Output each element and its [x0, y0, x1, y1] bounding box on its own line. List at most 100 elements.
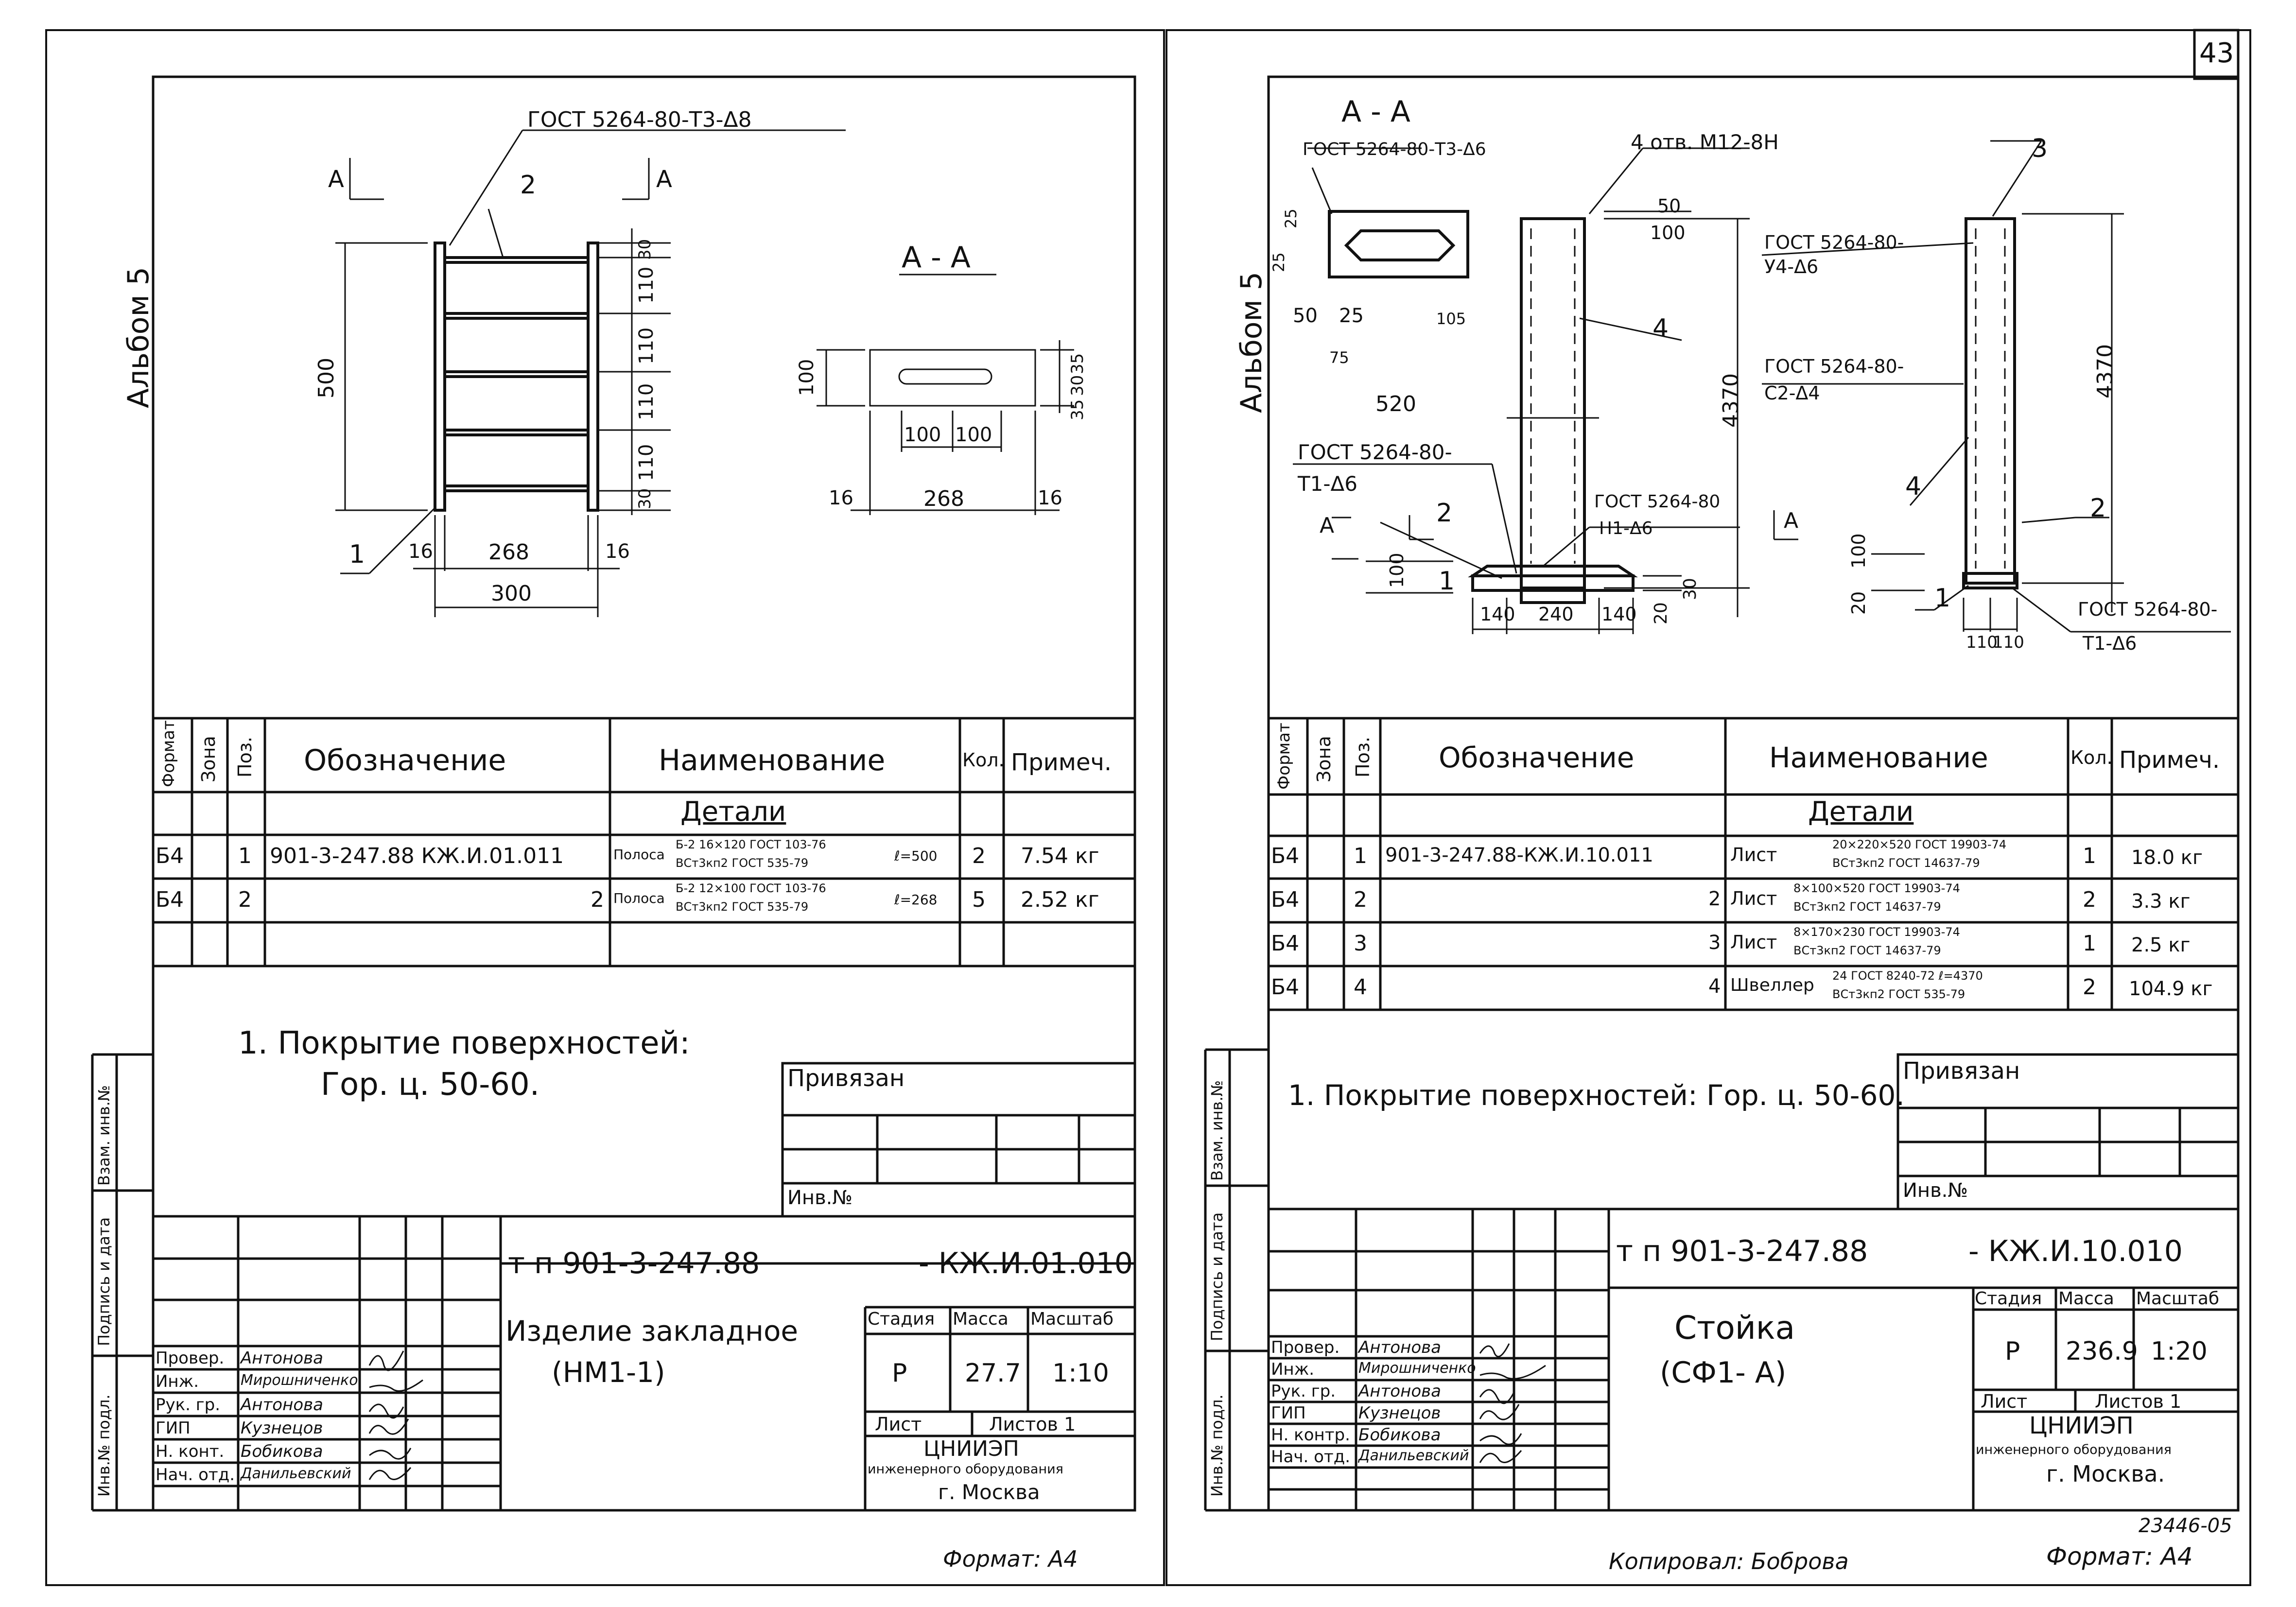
table-row-qty: 2 — [2083, 975, 2096, 1000]
dim-16-a: 16 — [408, 540, 433, 563]
dim-50-top: 50 — [1657, 195, 1681, 217]
table-row-length: ℓ=268 — [894, 892, 938, 908]
table-row-name-top: 8×100×520 ГОСТ 19903-74 — [1793, 881, 1960, 895]
staff-name: Бобикова — [1358, 1425, 1441, 1445]
holes-callout: 4 отв. М12-8Н — [1631, 130, 1779, 154]
staff-name: Бобикова — [241, 1442, 323, 1461]
stamp-sheet: Лист — [875, 1414, 922, 1435]
table-row-designation: 901-3-247.88-КЖ.И.10.011 — [1385, 844, 1653, 866]
gost-t1b-callout-2: Т1-Δ6 — [2083, 633, 2137, 654]
table-row-qty: 1 — [2083, 844, 2096, 868]
doc-code: т п 901-3-247.88 — [508, 1246, 760, 1280]
th-designation: Обозначение — [304, 743, 506, 778]
format-label-left: Формат: А4 — [943, 1546, 1078, 1572]
stamp-stage: Р — [2005, 1337, 2020, 1366]
pos1-marker: 1 — [1934, 584, 1951, 613]
table-row-note: 18.0 кг — [2131, 847, 2203, 869]
staff-name: Антонова — [241, 1348, 323, 1368]
stamp-sheets: Листов 1 — [989, 1414, 1076, 1435]
dim-140-b: 140 — [1601, 604, 1637, 625]
table-row-qty: 2 — [2083, 887, 2096, 912]
staff-role: Н. конт. — [156, 1442, 225, 1461]
section-mark-a-left: А — [1320, 513, 1335, 538]
section-mark-a-right: А — [656, 166, 672, 193]
pos2-marker: 2 — [1436, 499, 1453, 528]
th-qty: Кол. — [2070, 747, 2113, 768]
dim-100-a: 100 — [904, 424, 941, 446]
staff-role: Рук. гр. — [156, 1395, 221, 1415]
stamp-scale: 1:10 — [1052, 1359, 1109, 1388]
org-name: ЦНИИЭП — [923, 1436, 1019, 1461]
gost-u4-callout-2: У4-Δ6 — [1764, 256, 1819, 277]
th-name: Наименование — [1769, 741, 1988, 774]
gost-u4-callout: ГОСТ 5264-80- — [1764, 232, 1904, 253]
stamp-mass: 236.9 — [2066, 1337, 2138, 1366]
stamp-mass-header: Масса — [953, 1309, 1009, 1329]
staff-role: Провер. — [156, 1348, 225, 1368]
dim-520: 520 — [1375, 392, 1416, 416]
stamp-scale-header: Масштаб — [2136, 1289, 2220, 1309]
table-row-pos: 3 — [1354, 931, 1367, 956]
stamp-mass: 27.7 — [965, 1359, 1021, 1388]
pos2-marker: 2 — [520, 171, 537, 200]
table-row-pos: 2 — [238, 887, 252, 912]
dim-140-a: 140 — [1480, 604, 1515, 625]
inv-no-label: Инв.№ — [787, 1187, 852, 1209]
table-row-name-top: 24 ГОСТ 8240-72 ℓ=4370 — [1832, 969, 1983, 983]
staff-role: Провер. — [1271, 1338, 1340, 1357]
table-row-note: 104.9 кг — [2129, 978, 2213, 1000]
staff-name: Антонова — [1358, 1382, 1441, 1401]
table-row-note: 2.5 кг — [2131, 934, 2191, 956]
table-row-designation: 2 — [591, 887, 604, 912]
table-row-note: 2.52 кг — [1021, 887, 1099, 912]
staff-name: Кузнецов — [241, 1418, 323, 1438]
stamp-mass-header: Масса — [2058, 1289, 2114, 1309]
gost-t1-callout-2: Т1-Δ6 — [1298, 472, 1357, 496]
doc-code: т п 901-3-247.88 — [1616, 1234, 1868, 1268]
dim-16-d: 16 — [1038, 487, 1062, 509]
dim-110-b: 110 — [1993, 633, 2024, 652]
th-name: Наименование — [659, 743, 886, 778]
doc-code-suffix: - КЖ.И.01.010 — [919, 1246, 1133, 1280]
dim-100-b: 100 — [955, 424, 992, 446]
stamp-scale: 1:20 — [2151, 1337, 2208, 1366]
section-mark-a-right: А — [1784, 508, 1799, 533]
drawing-title: Изделие закладное — [505, 1314, 799, 1348]
staff-role: Н. контр. — [1271, 1425, 1350, 1445]
staff-name: Антонова — [1358, 1338, 1441, 1357]
staff-role: Нач. отд. — [1271, 1447, 1351, 1467]
sheet-number: 43 — [2199, 37, 2234, 69]
section-mark-a-left: А — [328, 166, 344, 193]
privyazan-label: Привязан — [787, 1065, 905, 1092]
note-text: 1. Покрытие поверхностей: Гор. ц. 50-60. — [1288, 1079, 1905, 1112]
drawing-title: Стойка — [1674, 1309, 1795, 1347]
table-row-qty: 1 — [2083, 931, 2096, 956]
gost-top-callout: ГОСТ 5264-80-Т3-Δ8 — [527, 107, 752, 132]
gost-c2-callout-2: С2-Δ4 — [1764, 382, 1820, 404]
dim-105: 105 — [1436, 310, 1466, 328]
org-name: ЦНИИЭП — [2029, 1412, 2134, 1439]
table-row-name-bot: ВСт3кп2 ГОСТ 535-79 — [676, 856, 809, 870]
table-row-name-a: Лист — [1730, 932, 1777, 953]
table-row-name-a: Швеллер — [1730, 975, 1814, 995]
dim-268: 268 — [488, 540, 529, 565]
org-line2: инженерного оборудования — [868, 1462, 1063, 1477]
dim-75: 75 — [1329, 348, 1349, 367]
section-title-aa: А - А — [902, 241, 971, 275]
table-row-name-bot: ВСт3кп2 ГОСТ 535-79 — [676, 900, 809, 914]
org-city: г. Москва. — [2046, 1461, 2165, 1487]
table-row-designation: 2 — [1708, 888, 1721, 910]
table-row-name-a: Полоса — [613, 847, 665, 863]
gost-h1-callout-2: Н1-Δ6 — [1599, 518, 1653, 538]
gost-h1-callout: ГОСТ 5264-80 — [1594, 492, 1721, 512]
table-row-pos: 1 — [238, 844, 252, 868]
table-row-name-bot: ВСт3кп2 ГОСТ 14637-79 — [1793, 944, 1941, 957]
stamp-stage-header: Стадия — [868, 1309, 935, 1329]
drawing-subtitle: (НМ1-1) — [552, 1356, 665, 1389]
table-row-name-top: 8×170×230 ГОСТ 19903-74 — [1793, 925, 1960, 939]
dim-300: 300 — [491, 581, 532, 606]
inv-no-label: Инв.№ — [1903, 1179, 1968, 1202]
